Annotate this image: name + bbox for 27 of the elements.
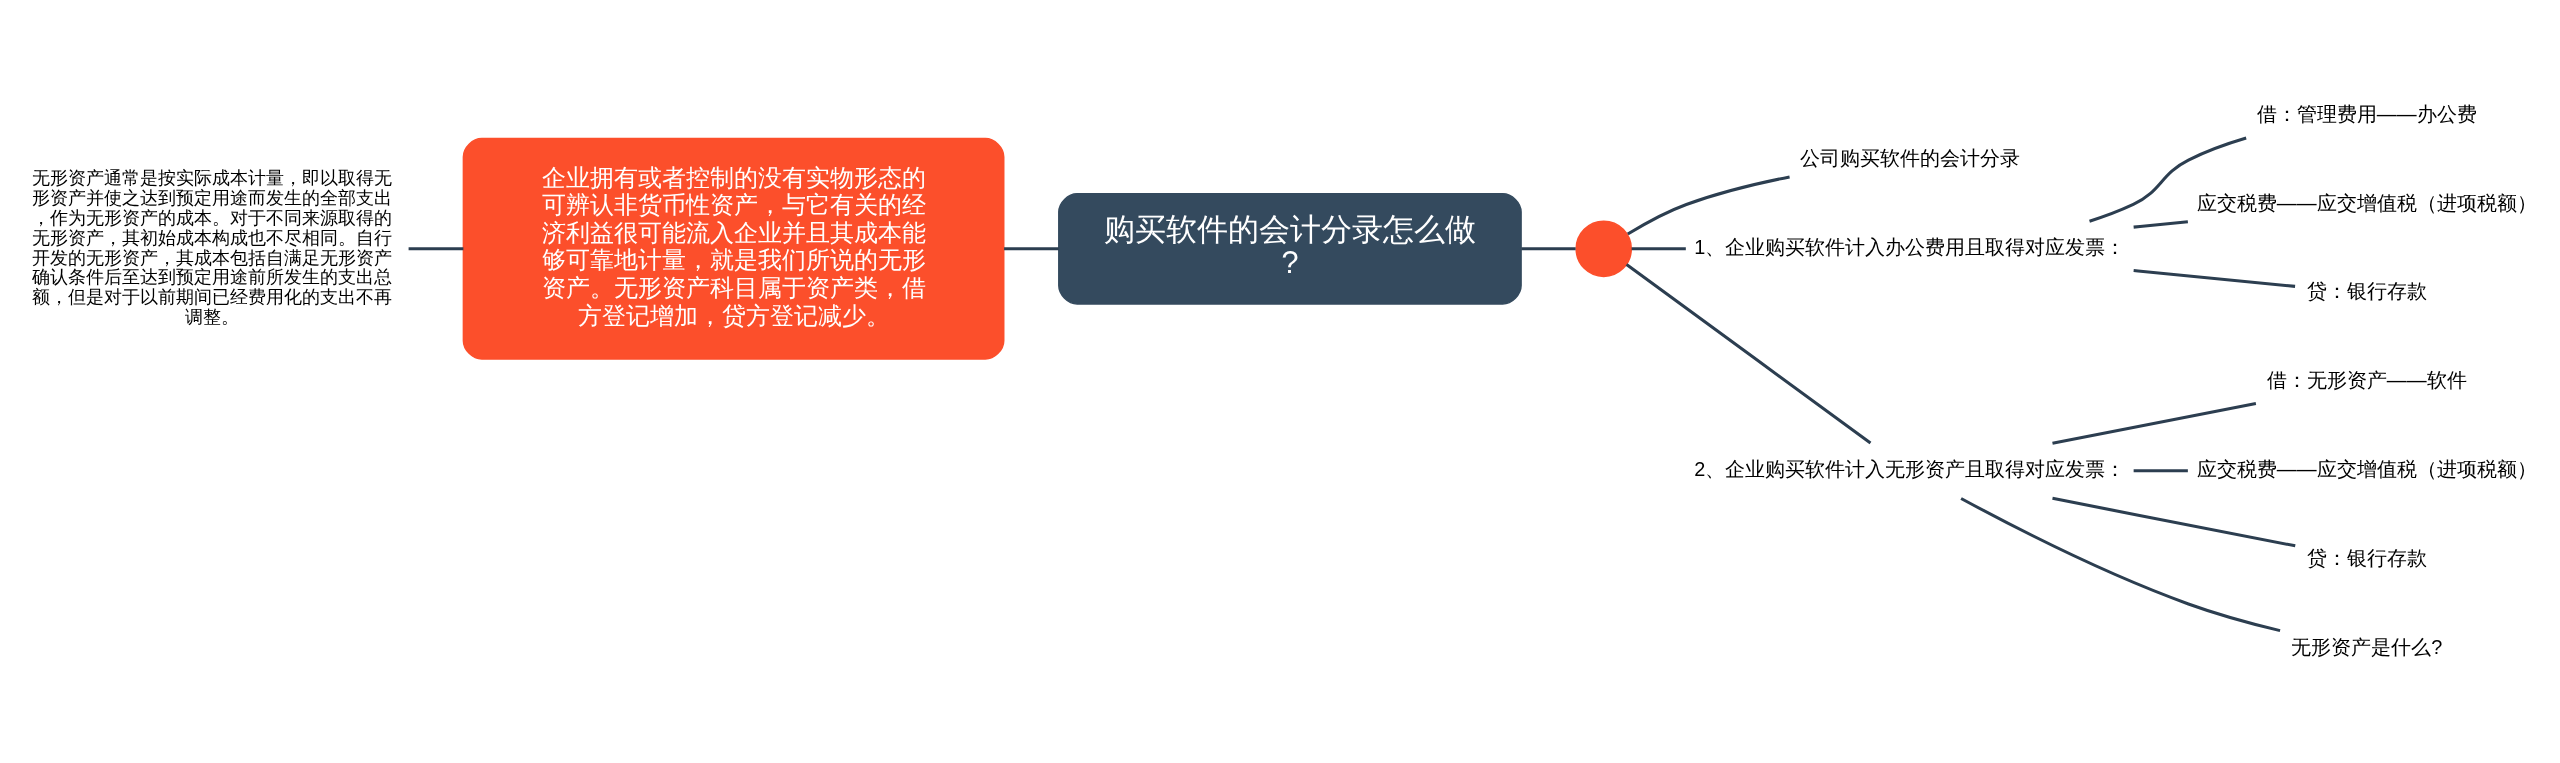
connector [1004, 246, 1059, 250]
node-text: 借：无形资产——软件 [2266, 368, 2467, 391]
node-text: 无形资产通常是按实际成本计量，即以取得无形资产并使之达到预定用途而发生的全部支出，作为无形资产的成本。对于不同来源取得的无形资产，其初始成本构成也不尽相同。自行开发的无形资产，其成本包括自满足无形资产确认条件后至达到预定用途前所发生的支出总额，但是对于以前期间已经费用化的支出不再调整。 [31, 166, 392, 327]
node-text: 借：管理费用——办公费 [2256, 102, 2477, 125]
node-text: 1、企业购买软件计入办公费用且取得对应发票： [1694, 235, 2126, 258]
node-text: 2、企业购买软件计入无形资产且取得对应发票： [1694, 457, 2126, 480]
node-box: 企业拥有或者控制的没有实物形态的可辨认非货币性资产，与它有关的经济利益很可能流入企业并且其成本能够可靠地计量，就是我们所说的无形资产。无形资产科目属于资产类，借方登记增加，贷方登记减少。 [462, 137, 1005, 360]
node-text: 公司购买软件的会计分录 [1799, 146, 2020, 169]
node-box: 购买软件的会计分录怎么做? [1058, 192, 1522, 305]
connector [2133, 268, 2296, 288]
node-text: 应交税费——应交增值税（进项税额） [2196, 191, 2537, 214]
node-text: 应交税费——应交增值税（进项税额） [2196, 457, 2537, 480]
connector [2133, 219, 2188, 229]
connector [2052, 401, 2257, 445]
connector [1625, 262, 1872, 444]
connector [1521, 246, 1576, 250]
connector [408, 246, 464, 250]
connector [2089, 136, 2247, 223]
node-text: 贷：银行存款 [2306, 546, 2427, 569]
node-text: 贷：银行存款 [2306, 279, 2427, 302]
node-circle [1575, 220, 1633, 277]
connector [1627, 174, 1790, 235]
connector [1960, 496, 2281, 632]
connector [2052, 496, 2296, 547]
connector [2133, 468, 2188, 472]
connector [1631, 246, 1686, 250]
node-text: 无形资产是什么? [2291, 635, 2443, 658]
